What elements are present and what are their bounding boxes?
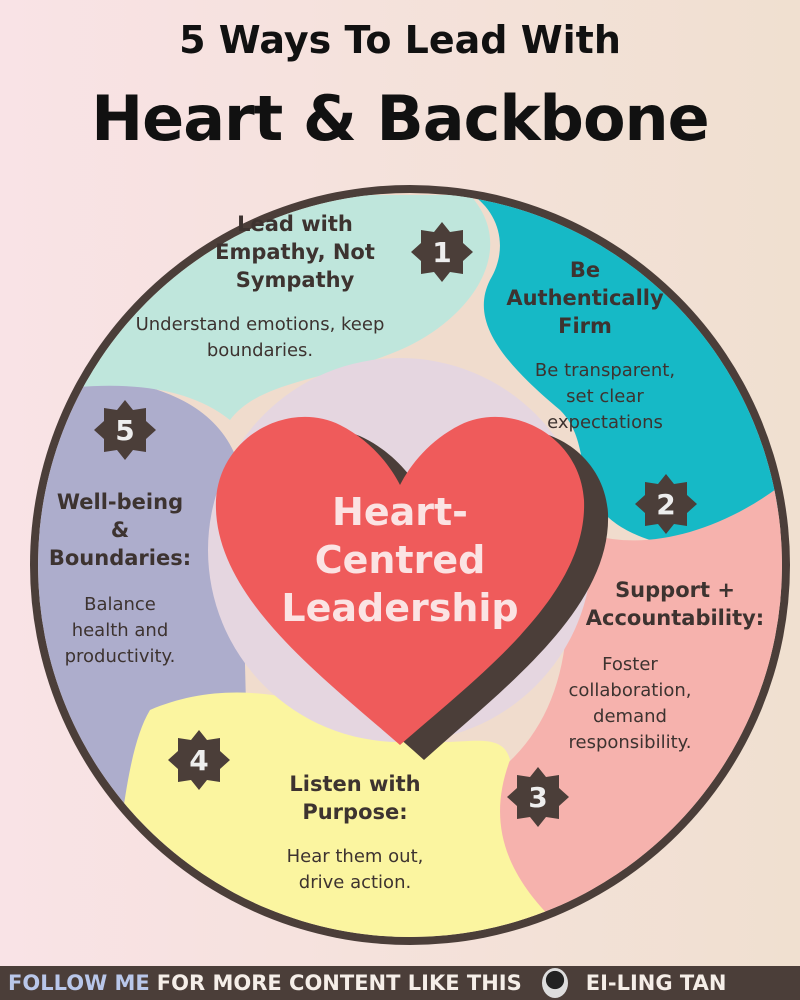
- badge-number: 1: [432, 235, 452, 269]
- item-2: Be Authentically Firm Be transparent, se…: [490, 256, 680, 436]
- item-heading: &: [110, 518, 130, 542]
- star-badge-icon: [507, 767, 569, 827]
- item-3-desc: Foster collaboration, demand responsibil…: [540, 652, 720, 756]
- item-heading: Lead with: [237, 212, 353, 236]
- badge-number: 4: [189, 743, 209, 777]
- author-name: EI-LING TAN: [585, 971, 727, 995]
- item-1: Lead with Empathy, Not Sympathy: [180, 210, 410, 294]
- item-heading: Well-being: [56, 490, 184, 514]
- item-desc: responsibility.: [568, 732, 692, 753]
- item-desc: health and: [71, 620, 169, 641]
- item-heading: Listen with: [289, 772, 421, 796]
- badge-number: 3: [528, 780, 548, 814]
- item-desc: Balance: [84, 594, 156, 615]
- item-heading: Authentically: [506, 286, 664, 310]
- center-label-line: Leadership: [281, 586, 519, 630]
- item-desc: boundaries.: [206, 340, 314, 361]
- item-heading: Support +: [615, 578, 735, 602]
- item-desc: expectations: [547, 412, 663, 433]
- item-heading: Boundaries:: [48, 546, 192, 570]
- footer-text: FOR MORE CONTENT LIKE THIS: [156, 971, 522, 995]
- item-heading: Sympathy: [235, 268, 355, 292]
- item-3: Support + Accountability:: [575, 576, 775, 632]
- item-5: Well-being & Boundaries: Balance health …: [40, 488, 200, 670]
- footer-banner: FOLLOW ME FOR MORE CONTENT LIKE THIS EI-…: [0, 966, 800, 1000]
- follow-me-link[interactable]: FOLLOW ME: [8, 971, 150, 995]
- star-badge-icon: [411, 222, 473, 282]
- item-desc: Foster: [602, 654, 658, 675]
- item-desc: set clear: [566, 386, 644, 407]
- item-heading: Firm: [558, 314, 612, 338]
- center-label: Heart- Centred Leadership: [240, 488, 560, 632]
- badge-number: 5: [115, 413, 135, 447]
- item-desc: demand: [593, 706, 667, 727]
- title-line-1: 5 Ways To Lead With: [179, 18, 621, 62]
- star-badge-icon: [635, 474, 697, 534]
- item-1-desc: Understand emotions, keep boundaries.: [90, 312, 430, 364]
- item-heading: Empathy, Not: [215, 240, 375, 264]
- badge-4: 4: [167, 728, 231, 792]
- item-heading: Purpose:: [302, 800, 408, 824]
- center-label-line: Centred: [314, 538, 486, 582]
- badge-number: 2: [656, 487, 676, 521]
- star-badge-icon: [168, 730, 230, 790]
- badge-2: 2: [634, 472, 698, 536]
- item-desc: collaboration,: [568, 680, 692, 701]
- item-desc: Be transparent,: [534, 360, 676, 381]
- item-heading: Accountability:: [585, 606, 765, 630]
- item-desc: productivity.: [64, 646, 176, 667]
- avatar: [541, 968, 568, 998]
- item-desc: drive action.: [298, 872, 412, 893]
- center-label-line: Heart-: [332, 490, 468, 534]
- badge-1: 1: [410, 220, 474, 284]
- title-line-2: Heart & Backbone: [91, 82, 709, 155]
- badge-5: 5: [93, 398, 157, 462]
- star-badge-icon: [94, 400, 156, 460]
- item-heading: Be: [569, 258, 601, 282]
- heart-shape: [215, 416, 585, 745]
- badge-3: 3: [506, 765, 570, 829]
- item-4: Listen with Purpose: Hear them out, driv…: [260, 770, 450, 896]
- item-desc: Understand emotions, keep: [135, 314, 385, 335]
- item-desc: Hear them out,: [286, 846, 424, 867]
